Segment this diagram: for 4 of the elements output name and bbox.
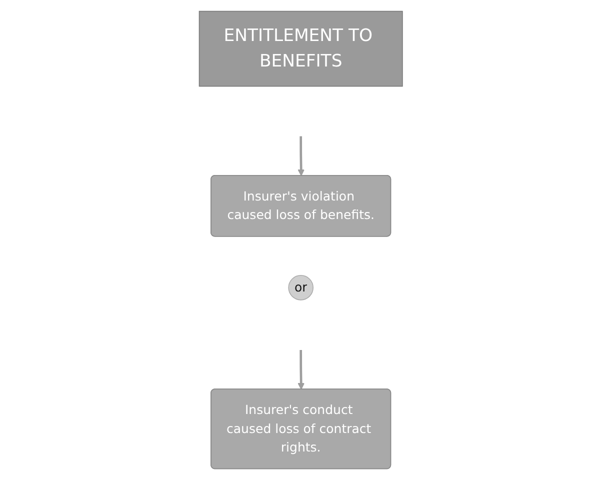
arrow	[297, 136, 304, 176]
node-circle: or	[288, 275, 314, 300]
arrow	[297, 350, 304, 390]
node-box: ENTITLEMENT TO BENEFITS	[198, 10, 402, 87]
